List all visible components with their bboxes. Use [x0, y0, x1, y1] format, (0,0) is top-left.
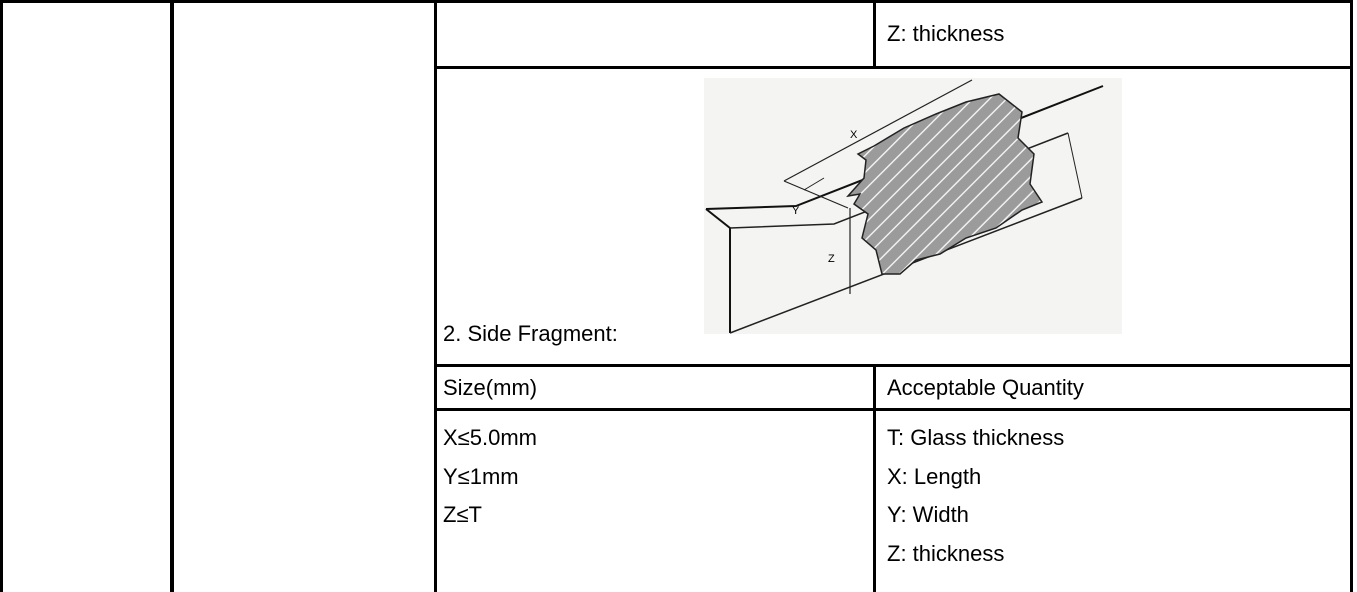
- row-divider-3: [437, 408, 1353, 411]
- side-fragment-diagram: X Y Z: [704, 78, 1122, 334]
- table-border-top: [0, 0, 1353, 3]
- quantity-line: Z: thickness: [887, 541, 1005, 566]
- column-divider-1: [170, 0, 174, 592]
- quantity-line: T: Glass thickness: [887, 425, 1065, 450]
- diagram-label-z: Z: [828, 253, 835, 265]
- row-divider-1: [437, 66, 1353, 69]
- quantity-header: Acceptable Quantity: [887, 375, 1084, 400]
- size-line: X≤5.0mm: [443, 425, 537, 450]
- size-line: Y≤1mm: [443, 464, 519, 489]
- size-line: Z≤T: [443, 502, 482, 527]
- quantity-line: Y: Width: [887, 502, 969, 527]
- diagram-label-x: X: [850, 129, 858, 141]
- row-divider-2: [437, 364, 1353, 367]
- quantity-line: X: Length: [887, 464, 982, 489]
- column-divider-2: [434, 0, 437, 592]
- diagram-label-y: Y: [792, 205, 800, 217]
- inner-divider-top: [873, 0, 876, 66]
- side-fragment-caption: 2. Side Fragment:: [443, 321, 618, 346]
- inner-divider-bottom: [873, 364, 876, 592]
- size-header: Size(mm): [443, 375, 538, 400]
- top-right-cell-text: Z: thickness: [887, 21, 1005, 46]
- table-border-left: [0, 0, 3, 592]
- table-border-right: [1350, 0, 1353, 592]
